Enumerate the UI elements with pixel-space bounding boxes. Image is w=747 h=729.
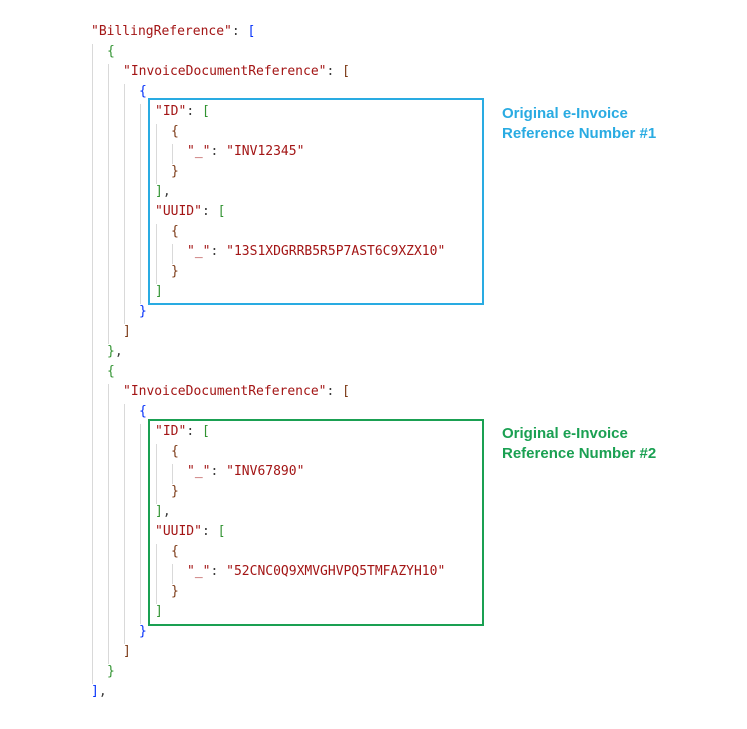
code-line: "BillingReference": [ xyxy=(91,24,256,39)
indent-guide xyxy=(172,144,173,164)
code-line: { xyxy=(139,84,147,99)
indent-guide xyxy=(92,44,93,684)
json-key: "ID" xyxy=(155,104,187,119)
json-key: "_" xyxy=(187,244,211,259)
json-key: "_" xyxy=(187,564,211,579)
code-line: ], xyxy=(91,684,107,699)
json-key: "UUID" xyxy=(155,524,202,539)
json-key: "InvoiceDocumentReference" xyxy=(123,384,327,399)
code-line: } xyxy=(139,624,147,639)
json-value: "INV67890" xyxy=(226,464,305,479)
code-line: "ID": [ xyxy=(155,104,210,119)
code-line: } xyxy=(171,584,179,599)
code-line: ], xyxy=(155,184,171,199)
annotation-reference-2: Original e-Invoice Reference Number #2 xyxy=(502,424,656,464)
code-line: "UUID": [ xyxy=(155,204,226,219)
code-line: { xyxy=(107,44,115,59)
annotation-line: Original e-Invoice xyxy=(502,105,628,122)
code-line: { xyxy=(139,404,147,419)
highlight-box-reference-1 xyxy=(148,98,484,305)
code-line: { xyxy=(171,544,179,559)
code-line: "ID": [ xyxy=(155,424,210,439)
indent-guide xyxy=(140,104,141,304)
json-value: "52CNC0Q9XMVGHVPQ5TMFAZYH10" xyxy=(226,564,446,579)
indent-guide xyxy=(108,384,109,664)
code-line: { xyxy=(171,124,179,139)
highlight-box-reference-2 xyxy=(148,419,484,626)
code-line: ], xyxy=(155,504,171,519)
code-line: ] xyxy=(123,324,131,339)
code-line: "_": "52CNC0Q9XMVGHVPQ5TMFAZYH10" xyxy=(187,564,446,579)
code-line: } xyxy=(171,264,179,279)
json-key: "BillingReference" xyxy=(91,24,232,39)
code-line: } xyxy=(107,664,115,679)
code-line: ] xyxy=(155,284,163,299)
indent-guide xyxy=(156,444,157,504)
json-key: "_" xyxy=(187,464,211,479)
indent-guide xyxy=(172,464,173,484)
annotation-line: Reference Number #1 xyxy=(502,125,657,142)
indent-guide xyxy=(140,424,141,624)
json-key: "InvoiceDocumentReference" xyxy=(123,64,327,79)
json-key: "ID" xyxy=(155,424,187,439)
code-line: ] xyxy=(155,604,163,619)
code-line: { xyxy=(107,364,115,379)
code-line: "InvoiceDocumentReference": [ xyxy=(123,64,350,79)
code-line: } xyxy=(139,304,147,319)
code-line: "InvoiceDocumentReference": [ xyxy=(123,384,350,399)
json-key: "UUID" xyxy=(155,204,202,219)
indent-guide xyxy=(172,564,173,584)
indent-guide xyxy=(156,224,157,284)
annotation-line: Reference Number #2 xyxy=(502,445,657,462)
json-key: "_" xyxy=(187,144,211,159)
code-line: ] xyxy=(123,644,131,659)
code-line: "_": "13S1XDGRRB5R5P7AST6C9XZX10" xyxy=(187,244,446,259)
code-line: "UUID": [ xyxy=(155,524,226,539)
code-line: "_": "INV67890" xyxy=(187,464,305,479)
annotation-reference-1: Original e-Invoice Reference Number #1 xyxy=(502,104,656,144)
indent-guide xyxy=(124,84,125,324)
code-line: { xyxy=(171,224,179,239)
indent-guide xyxy=(124,404,125,644)
indent-guide xyxy=(156,124,157,184)
annotation-line: Original e-Invoice xyxy=(502,425,628,442)
indent-guide xyxy=(108,64,109,344)
code-line: } xyxy=(171,164,179,179)
json-value: "13S1XDGRRB5R5P7AST6C9XZX10" xyxy=(226,244,446,259)
indent-guide xyxy=(156,544,157,604)
code-line: "_": "INV12345" xyxy=(187,144,305,159)
code-line: { xyxy=(171,444,179,459)
code-line: } xyxy=(171,484,179,499)
indent-guide xyxy=(172,244,173,264)
json-value: "INV12345" xyxy=(226,144,305,159)
code-line: }, xyxy=(107,344,123,359)
